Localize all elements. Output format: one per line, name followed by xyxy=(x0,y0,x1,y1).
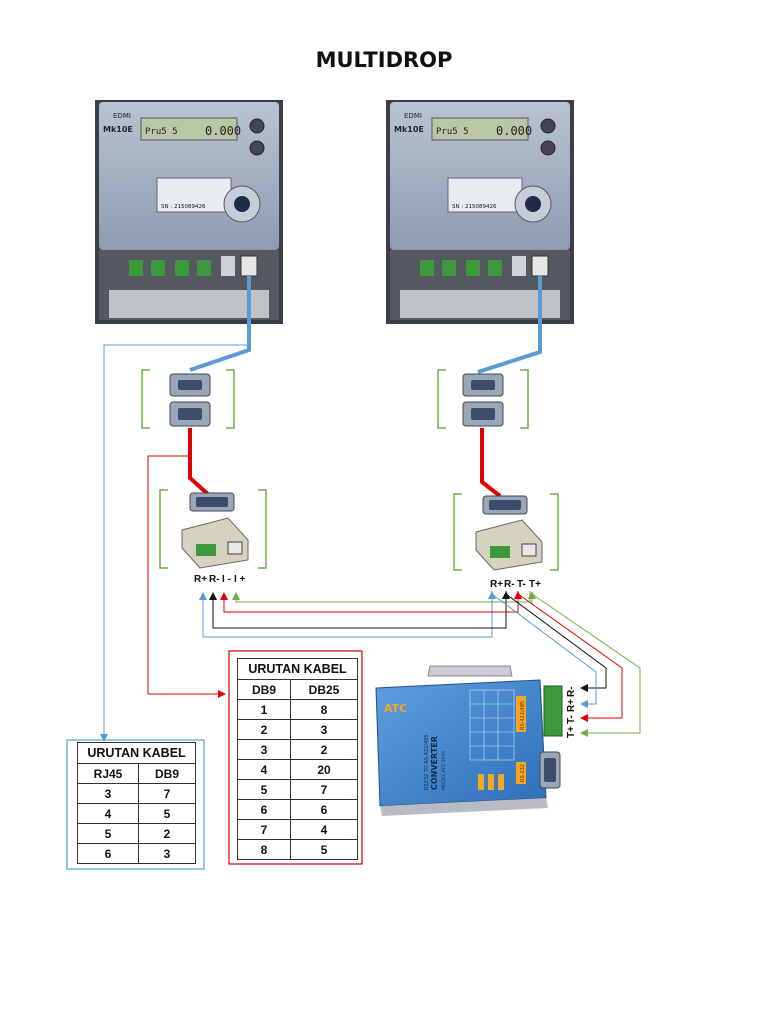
table-caption: URUTAN KABEL xyxy=(237,658,358,680)
db9-connector-group-1 xyxy=(141,369,235,429)
db9-db25-cable-2 xyxy=(480,428,502,498)
terminal-label: T- xyxy=(566,715,577,724)
rs232-rs485-converter: ATC RS232 TO RS-422/485 CONVERTER MODEL … xyxy=(375,665,563,816)
rj45-port xyxy=(240,255,258,277)
meter-model: Mk10E xyxy=(394,125,424,134)
meter-lcd xyxy=(431,117,529,141)
wire-green-left xyxy=(232,591,531,603)
table-frame-rj45-db9 xyxy=(66,739,205,870)
db9-db25-cable-1 xyxy=(188,428,212,498)
meter-button-bottom xyxy=(540,140,556,156)
converter-model: MODEL ATC-1000 xyxy=(441,751,447,790)
terminal-label: R- xyxy=(566,686,577,697)
column-header: RJ45 xyxy=(77,763,139,784)
rj45-cable-1 xyxy=(189,275,251,372)
svg-text:SN : 215089426: SN : 215089426 xyxy=(452,204,497,210)
meter-model: Mk10E xyxy=(103,125,133,134)
wire-blue-converter xyxy=(491,593,597,708)
svg-text:0.000: 0.000 xyxy=(496,124,532,138)
terminal-labels-converter: R- R+ T- T+ xyxy=(566,686,577,738)
energy-meter-1: EDMI Mk10E Pru5 5 0.000 SN : 215089426 xyxy=(95,100,283,324)
wire-red-converter xyxy=(517,593,623,722)
wire-green-converter xyxy=(531,593,641,737)
rj45-port xyxy=(531,255,549,277)
column-header: DB25 xyxy=(290,679,358,700)
meter-brand: EDMI xyxy=(404,112,422,120)
meter-button-bottom xyxy=(249,140,265,156)
terminal-label: R+ xyxy=(194,574,207,585)
terminal-label: R+ xyxy=(490,579,503,590)
table-frame-db9-db25 xyxy=(228,650,363,865)
terminal-label: T- xyxy=(517,579,526,590)
terminal-label: I + xyxy=(234,574,246,585)
port-label-rs232: RS-232 xyxy=(520,764,526,782)
wire-blue-left xyxy=(199,591,493,638)
meter-button-top xyxy=(249,118,265,134)
svg-text:SN : 215089426: SN : 215089426 xyxy=(161,204,206,210)
terminal-label: T+ xyxy=(566,726,577,738)
db25-adapter-group-1 xyxy=(159,489,267,569)
terminal-label: R+ xyxy=(566,699,577,712)
wire-rj45-to-table xyxy=(100,344,249,742)
column-header: DB9 xyxy=(237,679,291,700)
converter-name: CONVERTER xyxy=(430,736,439,790)
terminal-label: I - xyxy=(222,574,231,585)
wire-black-left xyxy=(209,591,507,629)
terminal-labels-right: R+ R- T- T+ xyxy=(490,579,541,590)
svg-text:Pru5 5: Pru5 5 xyxy=(145,127,178,137)
converter-brand: ATC xyxy=(384,702,407,715)
column-header: DB9 xyxy=(138,763,196,784)
meter-lcd xyxy=(140,117,238,141)
energy-meter-2: EDMI Mk10E Pru5 5 0.000 SN : 215089426 xyxy=(386,100,574,324)
converter-title: RS232 TO RS-422/485 xyxy=(424,734,430,790)
db9-connector-group-2 xyxy=(437,369,529,429)
wire-black-converter xyxy=(505,593,607,692)
db25-adapter-group-2 xyxy=(453,493,559,571)
meter-brand: EDMI xyxy=(113,112,131,120)
terminal-label: R- xyxy=(209,574,220,585)
svg-text:0.000: 0.000 xyxy=(205,124,241,138)
terminal-block xyxy=(543,685,563,737)
terminal-label: T+ xyxy=(529,579,541,590)
table-caption: URUTAN KABEL xyxy=(77,742,196,764)
terminal-labels-left: R+ R- I - I + xyxy=(194,574,246,585)
wire-db9-to-table xyxy=(147,455,226,698)
rj45-cable-2 xyxy=(477,275,542,374)
page-title: MULTIDROP xyxy=(315,48,453,72)
svg-text:Pru5 5: Pru5 5 xyxy=(436,127,469,137)
meter-button-top xyxy=(540,118,556,134)
terminal-label: R- xyxy=(504,579,515,590)
port-label-rs485: RS-422/485 xyxy=(520,701,526,730)
